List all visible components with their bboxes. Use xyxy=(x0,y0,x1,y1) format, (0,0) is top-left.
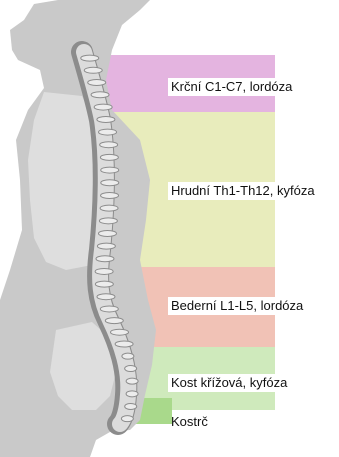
vertebra xyxy=(101,167,119,173)
vertebra xyxy=(101,192,119,198)
vertebra xyxy=(98,231,116,237)
vertebra xyxy=(91,92,109,98)
vertebra xyxy=(88,80,106,86)
vertebra xyxy=(99,218,117,224)
vertebra xyxy=(97,294,115,300)
vertebra xyxy=(100,205,118,211)
vertebra xyxy=(97,116,115,122)
label-thoracic: Hrudní Th1-Th12, kyfóza xyxy=(168,182,318,200)
vertebra xyxy=(125,403,137,409)
label-coccyx: Kostrč xyxy=(168,413,211,431)
vertebra xyxy=(121,416,133,422)
vertebra xyxy=(95,281,113,287)
vertebra xyxy=(95,268,113,274)
vertebra xyxy=(126,378,138,384)
vertebra xyxy=(81,55,99,61)
vertebra xyxy=(99,129,117,135)
vertebra xyxy=(94,104,112,110)
vertebra xyxy=(96,256,114,262)
vertebra xyxy=(100,154,118,160)
label-lumbar: Bederní L1-L5, lordóza xyxy=(168,297,306,315)
vertebra xyxy=(125,366,137,372)
label-cervical: Krční C1-C7, lordóza xyxy=(168,78,295,96)
vertebra xyxy=(100,306,118,312)
vertebra xyxy=(100,142,118,148)
vertebra xyxy=(111,329,129,335)
vertebra xyxy=(122,353,134,359)
vertebra xyxy=(84,67,102,73)
vertebra xyxy=(115,341,133,347)
label-sacrum: Kost křížová, kyfóza xyxy=(168,374,290,392)
vertebra xyxy=(101,180,119,186)
vertebra xyxy=(126,391,138,397)
vertebra xyxy=(97,243,115,249)
vertebra xyxy=(105,318,123,324)
band-coccyx-right xyxy=(172,398,275,410)
